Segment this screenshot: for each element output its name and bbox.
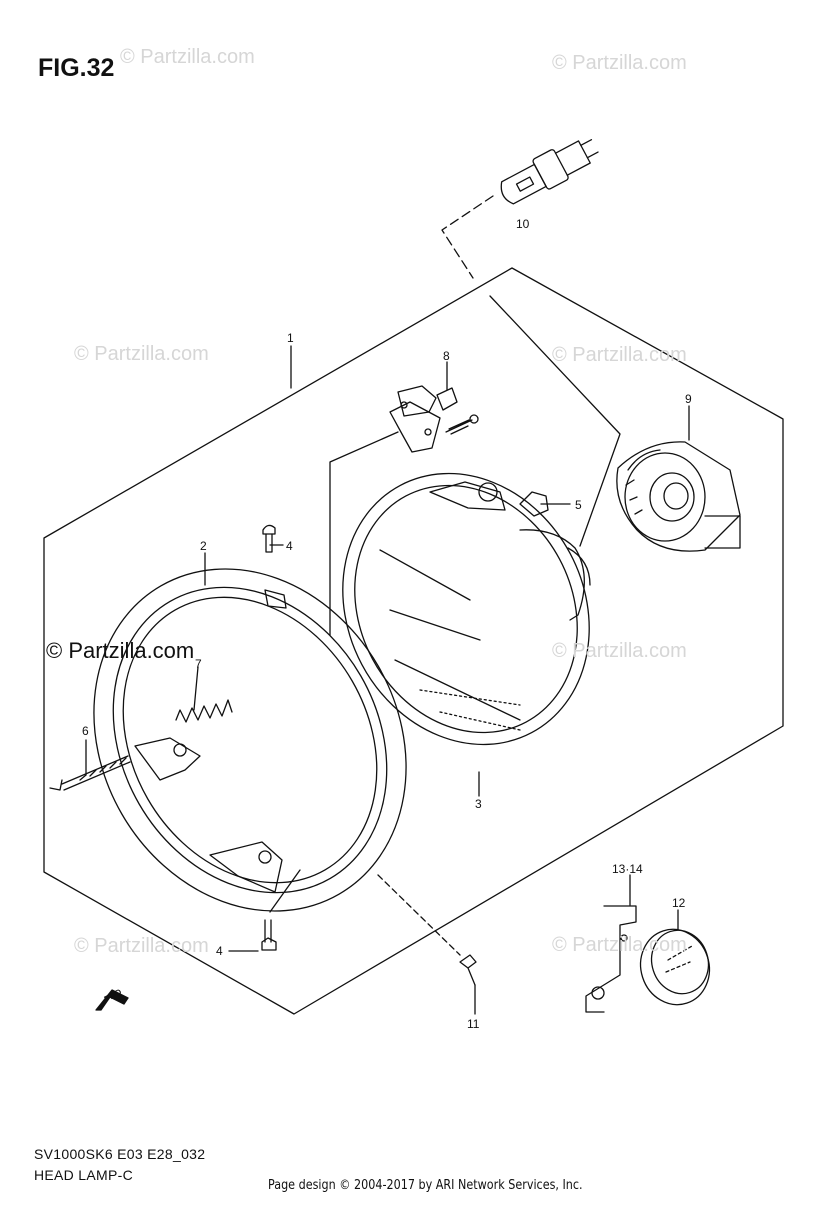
callout-2: 2	[200, 539, 207, 553]
callout-10: 10	[516, 217, 530, 231]
screw-6	[49, 755, 131, 791]
callout-4-top: 4	[286, 539, 293, 553]
callout-4-bottom: 4	[216, 944, 223, 958]
watermark: © Partzilla.com	[552, 934, 687, 956]
nut-5	[519, 491, 549, 517]
callout-12: 12	[672, 896, 686, 910]
screw-4-top	[262, 524, 276, 553]
cap-12	[639, 928, 711, 1006]
bulb-10	[500, 139, 599, 205]
screw-4-bottom	[261, 919, 277, 951]
clip-8	[389, 385, 479, 453]
watermark: © Partzilla.com	[74, 343, 209, 365]
bulb-connector-line	[441, 195, 494, 279]
callout-8: 8	[443, 349, 450, 363]
callout-9: 9	[685, 392, 692, 406]
callout-3: 3	[475, 797, 482, 811]
screw-11	[459, 954, 477, 986]
assembly-outline	[43, 267, 784, 1015]
watermark: © Partzilla.com	[120, 46, 255, 68]
model-code: SV1000SK6 E03 E28_032	[34, 1146, 206, 1162]
spring-7	[175, 699, 233, 723]
lamp-rim-2	[93, 568, 407, 912]
watermark: © Partzilla.com	[552, 344, 687, 366]
watermark-bold: © Partzilla.com	[46, 638, 195, 663]
bulb-to-cover-line	[489, 295, 621, 547]
callout-5: 5	[575, 498, 582, 512]
diagram-caption: HEAD LAMP-C	[34, 1167, 133, 1183]
callout-1: 1	[287, 331, 294, 345]
page-credit: Page design © 2004-2017 by ARI Network S…	[268, 1178, 583, 1193]
figure-title: FIG.32	[38, 54, 115, 82]
watermark: © Partzilla.com	[74, 935, 209, 957]
callout-6: 6	[82, 724, 89, 738]
callout-11: 11	[467, 1017, 480, 1031]
bracket-13-14	[585, 905, 637, 1013]
callout-13-14: 13·14	[612, 862, 643, 876]
watermark: © Partzilla.com	[552, 52, 687, 74]
lamp-unit-3	[342, 472, 591, 746]
rear-cover-9	[616, 441, 741, 552]
fwd-arrow-icon	[95, 989, 129, 1011]
watermark: © Partzilla.com	[552, 640, 687, 662]
callout-7: 7	[195, 657, 202, 671]
